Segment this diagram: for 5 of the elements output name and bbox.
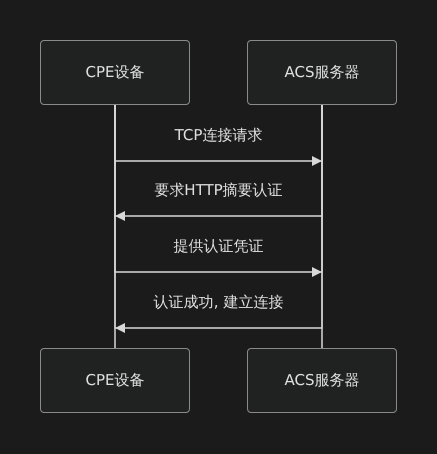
message-arrow bbox=[114, 105, 323, 333]
participant-box: ACS服务器 bbox=[247, 348, 397, 413]
participant-box: ACS服务器 bbox=[247, 40, 397, 105]
participant-box: CPE设备 bbox=[40, 40, 190, 105]
participant-box: CPE设备 bbox=[40, 348, 190, 413]
